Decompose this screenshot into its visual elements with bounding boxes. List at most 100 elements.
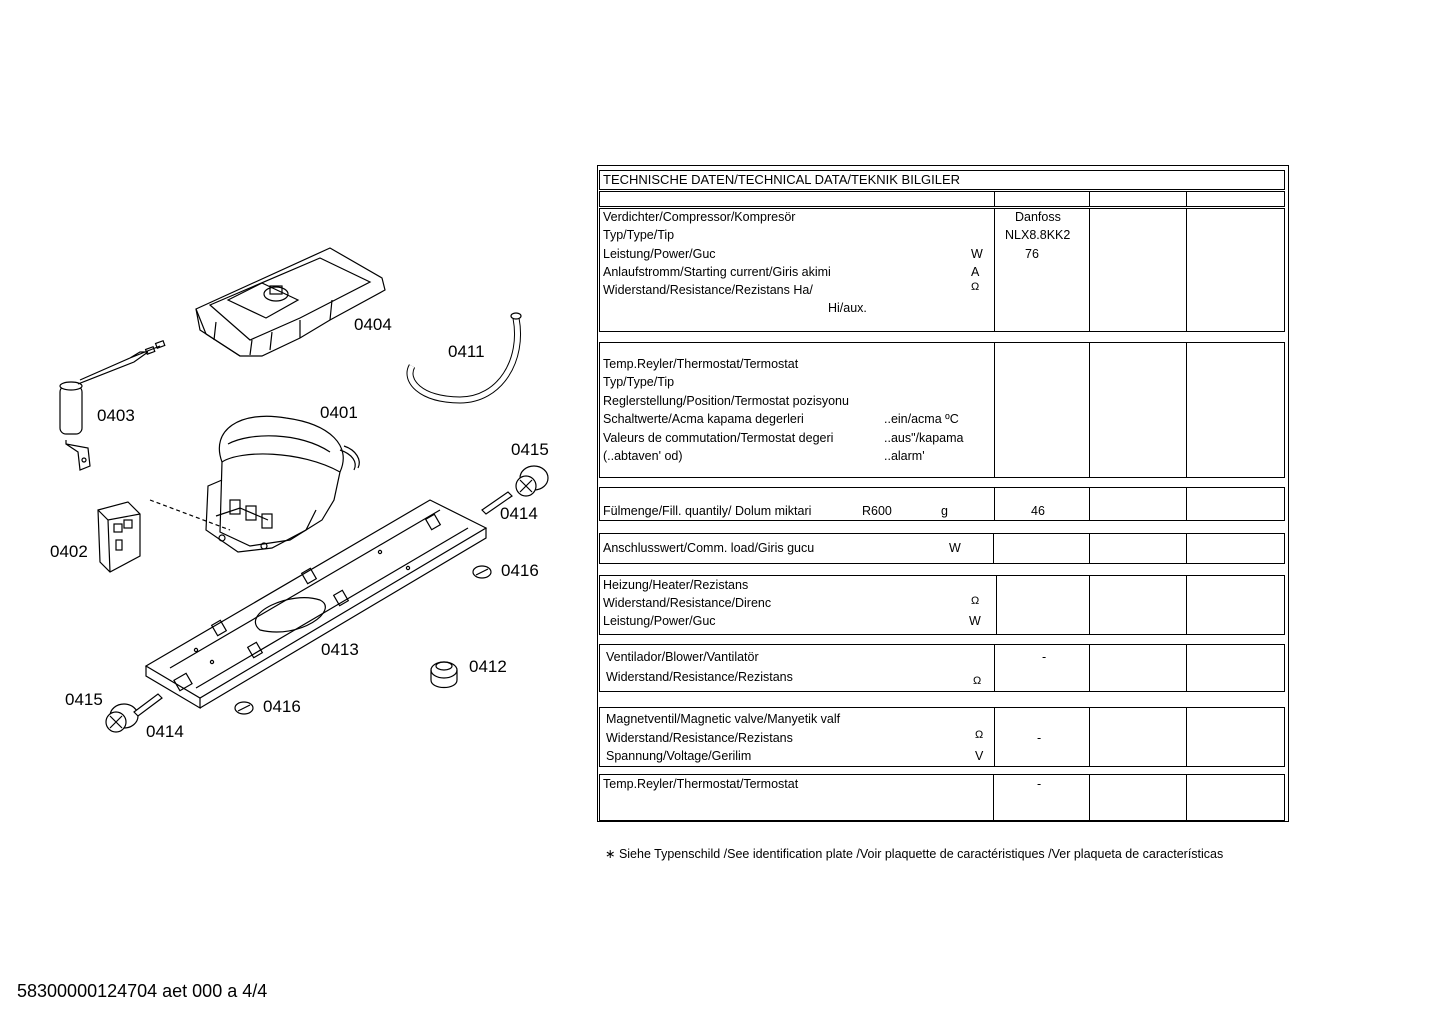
table-frame: [597, 165, 1289, 822]
divider: [1186, 487, 1187, 521]
divider: [1089, 774, 1090, 821]
hose-part: [406, 312, 522, 404]
divider: [1089, 575, 1090, 635]
thermostat-switch2-unit: ..aus"/kapama: [884, 431, 964, 445]
heater-block: [599, 575, 1285, 635]
divider: [993, 533, 994, 564]
valve-resistance-label: Widerstand/Resistance/Rezistans: [606, 731, 793, 745]
screw-upper-part: [472, 565, 492, 579]
divider: [994, 487, 995, 521]
load-label: Anschlusswert/Comm. load/Giris gucu: [603, 541, 815, 555]
heater-resistance-label: Widerstand/Resistance/Direnc: [603, 596, 772, 610]
compressor-starting-label: Anlaufstromm/Starting current/Giris akim…: [603, 265, 831, 279]
divider: [1089, 707, 1090, 767]
divider: [1089, 487, 1090, 521]
divider: [1089, 342, 1090, 478]
valve-voltage-label: Spannung/Voltage/Gerilim: [606, 749, 752, 763]
compressor-brand-value: Danfoss: [1015, 210, 1061, 224]
blower-block: [599, 644, 1285, 692]
compressor-type-value: NLX8.8KK2: [1005, 228, 1071, 242]
callout-0404: 0404: [354, 315, 392, 334]
divider: [1186, 191, 1187, 207]
grommet-part: [430, 661, 458, 689]
callout-0401: 0401: [320, 403, 358, 422]
divider: [994, 644, 995, 692]
pin-upper-part: [481, 491, 513, 515]
divider: [993, 774, 994, 821]
thermostat2-label: Temp.Reyler/Thermostat/Termostat: [603, 777, 799, 791]
valve-voltage-unit: V: [975, 749, 984, 763]
compressor-starting-unit: A: [971, 265, 980, 279]
divider: [1186, 342, 1187, 478]
divider: [1186, 774, 1187, 821]
valve-value: -: [1037, 731, 1042, 745]
drip-tray-part: [195, 247, 386, 357]
table-title: TECHNISCHE DATEN/TECHNICAL DATA/TEKNIK B…: [603, 172, 961, 187]
identification-plate-footnote: ∗ Siehe Typenschild /See identification …: [605, 847, 1224, 861]
callout-0402: 0402: [50, 542, 88, 561]
header-spacer-row: [599, 191, 1285, 207]
screw-lower-part: [234, 701, 254, 715]
callout-0414-upper: 0414: [500, 504, 538, 523]
compressor-type-label: Typ/Type/Tip: [603, 228, 675, 242]
foot-lower-part: [105, 703, 139, 733]
callout-0415-upper: 0415: [511, 440, 549, 459]
foot-upper-part: [515, 465, 549, 497]
capacitor-part: [59, 339, 166, 471]
compressor-resistance-unit: Ω: [971, 281, 980, 293]
compressor-power-value: 76: [1025, 247, 1039, 261]
relay-part: [97, 499, 231, 573]
mounting-rail-part: [144, 499, 488, 710]
fill-refrigerant: R600: [862, 504, 892, 518]
callout-0411: 0411: [448, 342, 485, 361]
divider: [1089, 533, 1090, 564]
callout-0415-lower: 0415: [65, 690, 103, 709]
compressor-power-unit: W: [971, 247, 983, 261]
load-block: [599, 533, 1285, 564]
compressor-resistance-label: Widerstand/Resistance/Rezistans Ha/: [603, 283, 813, 297]
thermostat-position-label: Reglerstellung/Position/Termostat pozisy…: [603, 394, 849, 408]
callout-0416-lower: 0416: [263, 697, 301, 716]
divider: [994, 707, 995, 767]
divider: [1186, 208, 1187, 332]
divider: [994, 191, 995, 207]
valve-label: Magnetventil/Magnetic valve/Manyetik val…: [606, 712, 841, 726]
heater-power-unit: W: [969, 614, 981, 628]
divider: [994, 342, 995, 478]
blower-resistance-label: Widerstand/Resistance/Rezistans: [606, 670, 793, 684]
exploded-parts-drawing: [59, 247, 549, 733]
heater-resistance-unit: Ω: [971, 595, 980, 607]
thermostat-block: [599, 342, 1285, 478]
fill-label: Fülmenge/Fill. quantily/ Dolum miktari: [603, 504, 812, 518]
divider: [1089, 644, 1090, 692]
divider: [994, 208, 995, 332]
divider: [996, 575, 997, 635]
thermostat-switch3-unit: ..alarm': [884, 449, 925, 463]
divider: [1186, 533, 1187, 564]
callout-0414-lower: 0414: [146, 722, 184, 741]
heater-label: Heizung/Heater/Rezistans: [603, 578, 749, 592]
divider: [1089, 191, 1090, 207]
fill-value: 46: [1031, 504, 1045, 518]
callout-0416-upper: 0416: [501, 561, 539, 580]
compressor-power-label: Leistung/Power/Guc: [603, 247, 716, 261]
load-unit: W: [949, 541, 961, 555]
thermostat2-block: [599, 774, 1285, 821]
callout-0403: 0403: [97, 406, 135, 425]
divider: [1089, 208, 1090, 332]
heater-power-label: Leistung/Power/Guc: [603, 614, 716, 628]
thermostat-switch1-label: Schaltwerte/Acma kapama degerleri: [603, 412, 804, 426]
thermostat2-value: -: [1037, 777, 1042, 791]
callout-0412: 0412: [469, 657, 507, 676]
divider: [1186, 644, 1187, 692]
compressor-label: Verdichter/Compressor/Kompresör: [603, 210, 796, 224]
blower-label: Ventilador/Blower/Vantilatör: [606, 650, 759, 664]
thermostat-switch2-label: Valeurs de commutation/Termostat degeri: [603, 431, 834, 445]
blower-value: -: [1042, 650, 1047, 664]
callout-0413: 0413: [321, 640, 359, 659]
valve-resistance-unit: Ω: [975, 729, 984, 741]
thermostat-label: Temp.Reyler/Thermostat/Termostat: [603, 357, 799, 371]
thermostat-switch1-unit: ..ein/acma ºC: [884, 412, 959, 426]
blower-resistance-unit: Ω: [973, 675, 982, 687]
divider: [1186, 707, 1187, 767]
